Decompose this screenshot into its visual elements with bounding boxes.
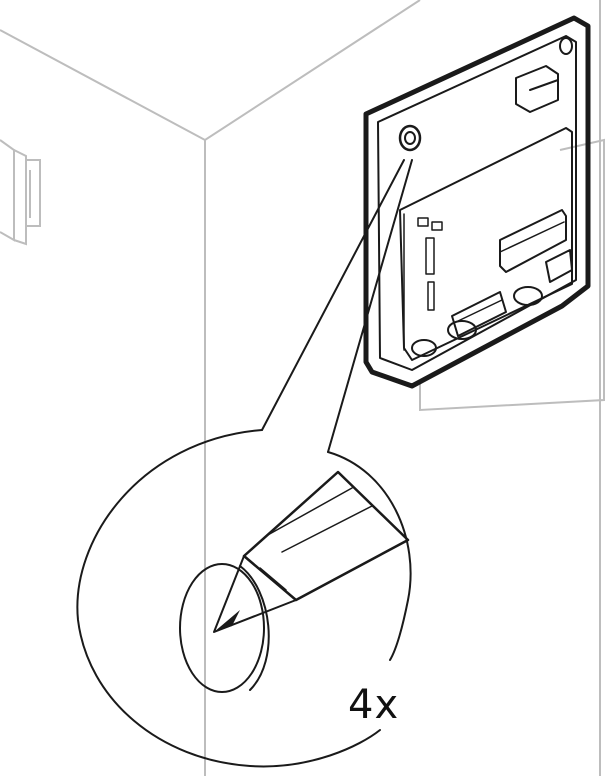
magnifier-circle <box>76 429 412 768</box>
door-handle-icon <box>0 139 41 246</box>
pencil-icon <box>213 470 410 633</box>
callout-leader <box>261 159 413 453</box>
control-box-icon <box>363 15 605 412</box>
quantity-label: 4x <box>348 682 400 728</box>
drill-hole-icon <box>179 563 270 693</box>
wall-outline <box>0 0 601 776</box>
